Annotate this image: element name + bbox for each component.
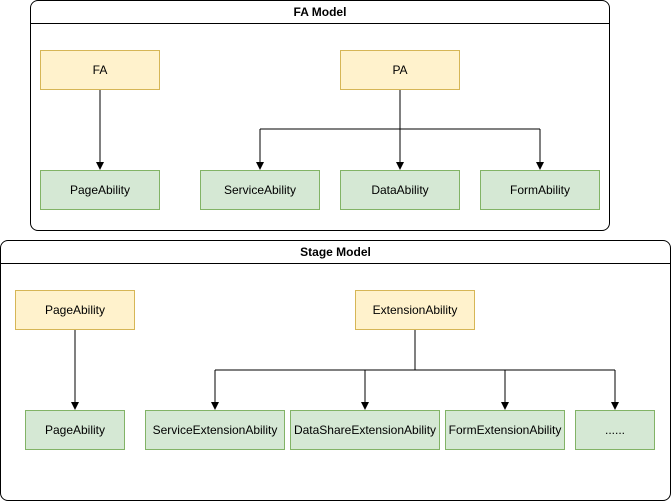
node-pageability-label: PageAbility (69, 183, 131, 197)
node-formextensionability: FormExtensionAbility (445, 410, 565, 450)
node-dataability-label: DataAbility (371, 183, 429, 197)
fa-model-title: FA Model (31, 1, 609, 24)
node-datashareextensionability: DataShareExtensionAbility (290, 410, 440, 450)
node-serviceextensionability-label: ServiceExtensionAbility (152, 423, 278, 437)
node-formability-label: FormAbility (509, 183, 570, 197)
node-pa: PA (340, 50, 460, 90)
node-dataability: DataAbility (340, 170, 460, 210)
node-extensionability-label: ExtensionAbility (372, 303, 458, 317)
node-pageability: PageAbility (40, 170, 160, 210)
node-extensionability: ExtensionAbility (355, 290, 475, 330)
node-fa: FA (40, 50, 160, 90)
node-datashareextensionability-label: DataShareExtensionAbility (293, 423, 437, 437)
node-pa-label: PA (392, 63, 408, 77)
node-stage-pageability: PageAbility (15, 290, 135, 330)
node-serviceextensionability: ServiceExtensionAbility (145, 410, 285, 450)
node-formextensionability-label: FormExtensionAbility (448, 423, 562, 437)
node-stage-pageability-child-label: PageAbility (44, 423, 106, 437)
node-serviceability: ServiceAbility (200, 170, 320, 210)
node-stage-pageability-child: PageAbility (25, 410, 125, 450)
node-more: ...... (575, 410, 655, 450)
node-formability: FormAbility (480, 170, 600, 210)
node-more-label: ...... (604, 423, 625, 437)
stage-model-title: Stage Model (1, 241, 670, 264)
node-serviceability-label: ServiceAbility (223, 183, 297, 197)
node-fa-label: FA (92, 63, 108, 77)
node-stage-pageability-label: PageAbility (44, 303, 106, 317)
